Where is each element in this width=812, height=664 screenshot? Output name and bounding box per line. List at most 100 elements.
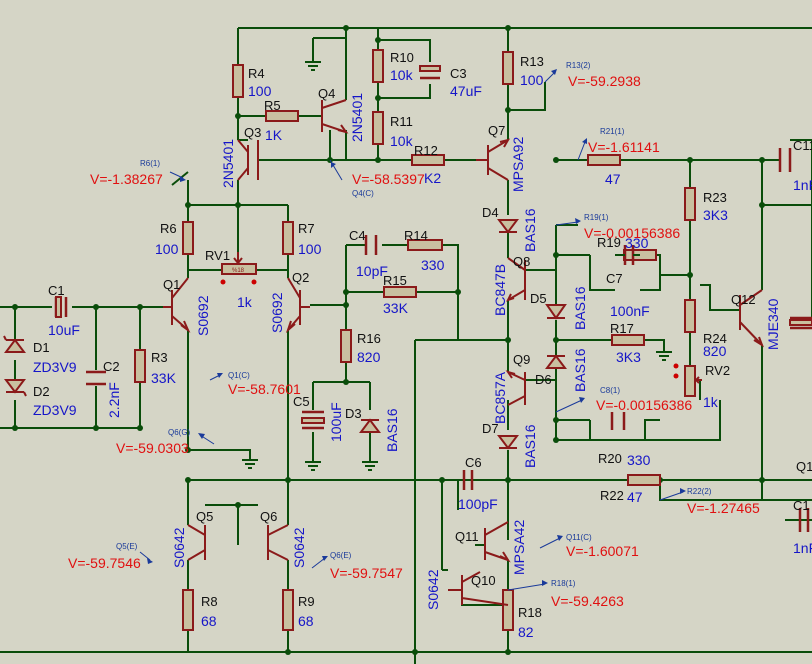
label-r8: R8	[201, 594, 218, 609]
probe-voltage: V=-0.00156386	[596, 397, 692, 413]
diode-d6	[545, 354, 567, 369]
probe-arrow-icon	[555, 221, 579, 226]
diode-d7	[497, 435, 519, 450]
resistor-r6	[182, 221, 194, 255]
resistor-r22	[627, 474, 661, 486]
label-rv2: RV2	[705, 363, 730, 378]
probe-arrow-icon	[555, 399, 583, 413]
probe-arrow-icon	[659, 491, 684, 501]
probe-arrow-icon	[544, 71, 556, 83]
component-labels: R4 100 R10 10k C3 47uF R13 100 R5 1K Q4 …	[33, 50, 812, 640]
potentiometer-rv2[interactable]	[673, 363, 703, 397]
ground-symbols	[242, 61, 672, 471]
transistor-q12	[739, 289, 764, 348]
label-c4: C4	[349, 228, 366, 243]
value-c12: 1nF	[793, 540, 812, 556]
label-r23: R23	[703, 190, 727, 205]
label-r4: R4	[248, 66, 265, 81]
value-q7: MPSA92	[510, 137, 526, 192]
value-q3: 2N5401	[220, 139, 236, 188]
diode-d4	[497, 219, 519, 234]
value-r17: 3K3	[616, 349, 641, 365]
resistor-r5	[265, 110, 299, 122]
resistor-r15	[383, 286, 417, 298]
label-q6: Q6	[260, 509, 277, 524]
value-r18: 82	[518, 624, 534, 640]
label-q1: Q1	[163, 277, 180, 292]
probe-voltage: V=-58.7601	[228, 381, 301, 397]
label-d2: D2	[33, 384, 50, 399]
resistors[interactable]	[134, 49, 696, 631]
transistor-q1	[163, 277, 191, 333]
value-c4: 10pF	[356, 263, 388, 279]
value-d7: BAS16	[522, 424, 538, 468]
value-q1: S0692	[195, 295, 211, 336]
value-q2: S0692	[269, 292, 285, 333]
resistor-r23	[684, 187, 696, 221]
value-d1: ZD3V9	[33, 359, 77, 375]
value-c3: 47uF	[450, 83, 482, 99]
value-r11: 10k	[390, 133, 414, 149]
capacitors[interactable]	[54, 65, 812, 532]
wires	[0, 27, 812, 664]
probe-tag: C8(1)	[600, 386, 620, 395]
probe-tag: R22(2)	[687, 487, 712, 496]
label-r9: R9	[298, 594, 315, 609]
probe-tag: Q5(E)	[116, 542, 138, 551]
capacitor-c9	[789, 316, 812, 330]
label-q12: Q12	[731, 292, 756, 307]
value-q9: BC857A	[492, 371, 508, 424]
label-q2: Q2	[292, 270, 309, 285]
label-q5: Q5	[196, 509, 213, 524]
value-c11: 1nF	[793, 177, 812, 193]
ground-icon	[362, 461, 378, 471]
value-r23: 3K3	[703, 207, 728, 223]
label-c1: C1	[48, 283, 65, 298]
label-r5: R5	[264, 98, 281, 113]
label-rv1: RV1	[205, 248, 230, 263]
diodes[interactable]	[3, 219, 567, 450]
label-r15: R15	[383, 273, 407, 288]
value-rv2: 1k	[703, 394, 719, 410]
value-r9: 68	[298, 613, 314, 629]
value-rv1: 1k	[237, 294, 253, 310]
label-d3: D3	[345, 406, 362, 421]
label-c12: C1	[793, 498, 810, 513]
capacitor-c1	[54, 296, 68, 318]
probe-tag: R18(1)	[551, 579, 576, 588]
value-r5: 1K	[265, 127, 283, 143]
probe-readouts: R13(2) V=-59.2938 R21(1) V=-1.61141 R6(1…	[68, 61, 760, 609]
probe-tag: R6(1)	[140, 159, 160, 168]
value-r6: 100	[155, 241, 179, 257]
label-q11: Q11	[455, 529, 479, 544]
value-r20: 330	[627, 452, 651, 468]
svg-text:%18: %18	[232, 268, 245, 274]
probe-tag: Q1(C)	[228, 371, 250, 380]
label-r14: R14	[404, 228, 428, 243]
label-r10: R10	[390, 50, 414, 65]
ground-icon	[656, 351, 672, 361]
probe-voltage: V=-59.4263	[551, 593, 624, 609]
transistor-q10	[448, 571, 509, 606]
potentiometer-rv1[interactable]: %18	[220, 252, 257, 285]
label-q13: Q1	[796, 459, 812, 474]
probe-arrow-icon	[139, 551, 151, 561]
label-d5: D5	[530, 291, 547, 306]
transistor-q5	[187, 524, 206, 561]
transistors[interactable]	[163, 99, 764, 606]
value-q11: MPSA42	[511, 520, 527, 575]
label-d4: D4	[482, 205, 499, 220]
capacitor-c4	[364, 235, 378, 255]
probe-voltage: V=-59.7546	[68, 555, 141, 571]
probe-tag: Q4(C)	[352, 189, 374, 198]
value-c7: 100nF	[610, 303, 650, 319]
label-r16: R16	[357, 331, 381, 346]
transistor-q7	[476, 138, 511, 181]
label-q3: Q3	[244, 125, 261, 140]
resistor-r12	[411, 154, 445, 166]
resistor-r11	[372, 111, 384, 145]
label-d7: D7	[482, 421, 499, 436]
value-c2: 2.2nF	[106, 382, 122, 418]
resistor-r4	[232, 64, 244, 98]
